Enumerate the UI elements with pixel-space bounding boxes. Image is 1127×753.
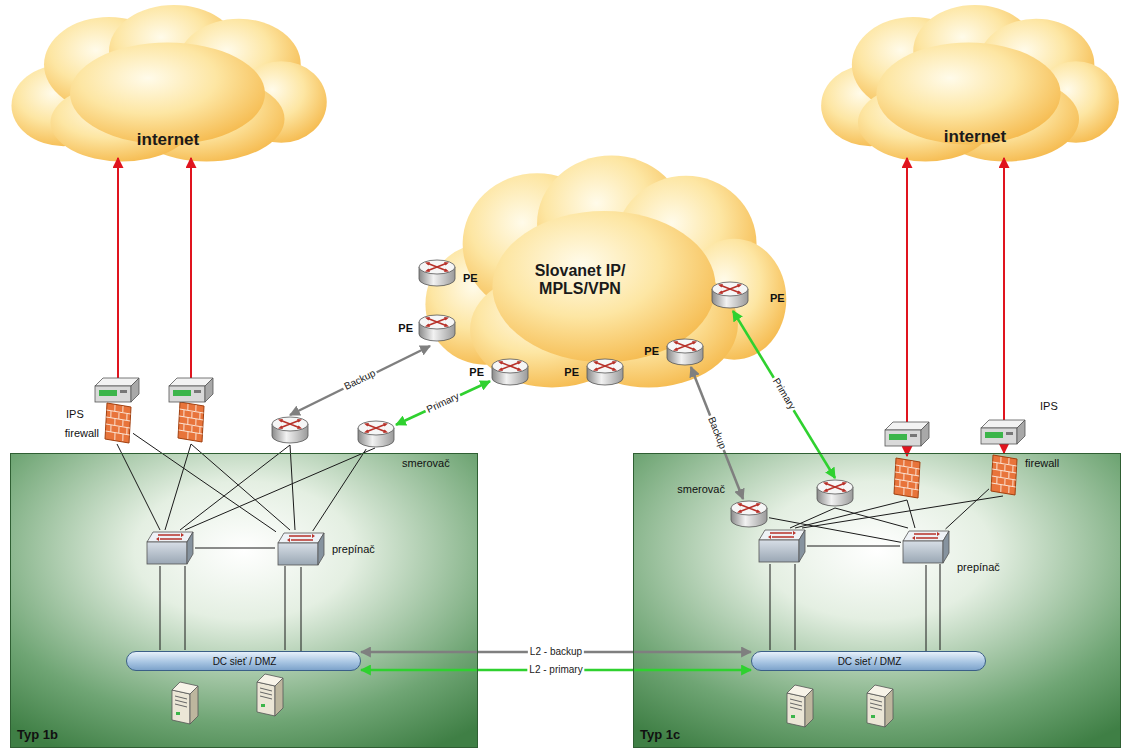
firewall-icon-graphic	[989, 453, 1019, 497]
switch-icon: prepínač	[276, 531, 326, 567]
network-bus: DC sieť / DMZ	[751, 651, 986, 671]
switch-icon-graphic	[276, 531, 326, 567]
pe-router-graphic	[417, 258, 457, 288]
link-line	[691, 367, 743, 499]
firewall-icon: firewall	[103, 401, 133, 445]
site-zone: Typ 1c smerovač firewall prepínač DC sieť / …	[633, 453, 1121, 748]
node-label: Typ 1c	[640, 728, 680, 743]
node-label: internet	[944, 127, 1006, 147]
link-label: L2 - backup	[528, 646, 584, 658]
node-label: firewall	[1025, 457, 1059, 470]
link-line	[313, 449, 366, 531]
link-label: Primary	[423, 389, 463, 416]
link-label: Primary	[769, 374, 799, 413]
internet-cloud: internet	[815, 0, 1122, 170]
link-line	[117, 158, 119, 401]
link-line	[1003, 158, 1005, 453]
pe-router: PE	[417, 258, 457, 288]
internet-cloud: internet	[5, 0, 330, 170]
node-label: Typ 1b	[17, 728, 58, 743]
pe-router: PE	[417, 313, 457, 343]
router-icon-graphic	[729, 499, 769, 529]
node-label: PE	[463, 272, 478, 285]
pe-router: PE	[710, 280, 750, 310]
device-label: IPS	[66, 408, 84, 421]
router-icon: smerovač	[729, 499, 769, 529]
pe-router-graphic	[665, 337, 705, 367]
switch-icon-graphic	[901, 529, 951, 565]
device-icons	[95, 378, 1025, 727]
node-label: PE	[770, 292, 785, 305]
node-label: smerovač	[677, 483, 725, 496]
uplink-lines	[191, 158, 907, 478]
switch-icon: prepínač	[901, 529, 951, 565]
pe-router-graphic	[585, 357, 625, 387]
node-label: PE	[469, 366, 484, 379]
pe-router-graphic	[710, 280, 750, 310]
link-label: Backup	[705, 413, 730, 452]
site-zone: Typ 1bfirewallsmerovačprepínačDC sieť / …	[10, 453, 478, 748]
pe-router: PE	[490, 357, 530, 387]
mpls-cloud: Slovanet IP/ MPLS/VPNPEPEPEPEPEPE	[418, 148, 790, 400]
node-label: prepínač	[957, 561, 1000, 574]
router-icon-graphic	[356, 419, 396, 449]
device-label: IPS	[1040, 400, 1058, 413]
node-label: prepínač	[332, 543, 375, 556]
link-label: Backup	[341, 366, 380, 393]
node-label: PE	[644, 345, 659, 358]
router-icon: smerovač	[356, 419, 396, 449]
node-label: smerovač	[402, 457, 450, 470]
node-label: PE	[564, 366, 579, 379]
link-label: L2 - primary	[527, 664, 584, 676]
pe-router: PE	[585, 357, 625, 387]
node-label: DC sieť / DMZ	[838, 656, 902, 668]
link-line	[361, 651, 751, 654]
node-label: PE	[398, 322, 413, 335]
node-label: firewall	[65, 427, 99, 440]
pe-router-graphic	[490, 357, 530, 387]
node-label: Slovanet IP/ MPLS/VPN	[521, 262, 639, 299]
link-line	[396, 381, 490, 424]
firewall-icon-graphic	[103, 401, 133, 445]
pe-router: PE	[665, 337, 705, 367]
link-line	[946, 489, 990, 529]
link-line	[301, 567, 302, 651]
pe-router-graphic	[417, 313, 457, 343]
mesh-links	[117, 444, 1003, 650]
network-bus: DC sieť / DMZ	[126, 651, 361, 671]
firewall-icon: firewall	[989, 453, 1019, 497]
link-line	[133, 433, 276, 531]
link-line	[361, 669, 751, 672]
link-line	[926, 565, 927, 651]
node-label: internet	[137, 130, 199, 150]
node-label: DC sieť / DMZ	[213, 656, 277, 668]
